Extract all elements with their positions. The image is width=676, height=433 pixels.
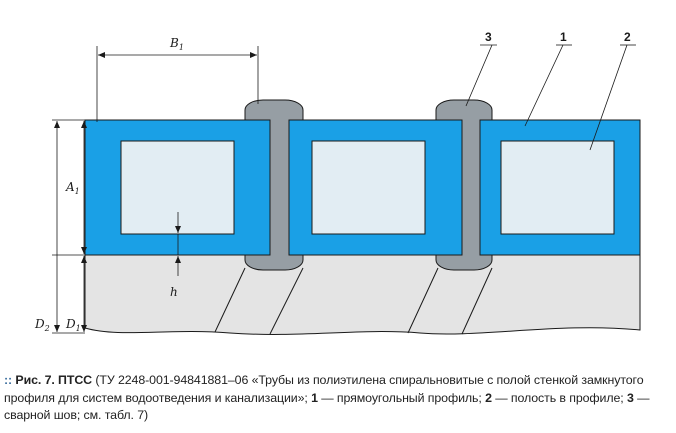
label-h: h: [170, 285, 178, 299]
label-a1: A1: [65, 180, 80, 196]
pipe-wall: [84, 254, 641, 335]
caption-text: — прямоугольный профиль;: [317, 390, 486, 405]
callout-1: 1: [560, 30, 567, 44]
weld-seam-tail: [214, 267, 246, 333]
caption-number-1: 1: [311, 390, 318, 405]
label-d2: D2: [34, 317, 50, 333]
weld-seam-tail: [269, 267, 304, 335]
caption-number-3: 3: [626, 390, 634, 405]
weld-seam-tail: [461, 267, 493, 335]
leader-line-2: [589, 44, 628, 151]
label-d1: D1: [65, 317, 81, 333]
weld-seam-tail: [407, 267, 439, 334]
profile-cavity: [500, 140, 615, 235]
label-b1: B1: [169, 36, 184, 52]
figure-caption: :: Рис. 7. ПТСС (ТУ 2248-001-94841881–06…: [4, 372, 672, 425]
leader-line-3: [465, 44, 493, 107]
caption-text: — полость в профиле;: [491, 390, 627, 405]
caption-marker: ::: [4, 373, 13, 387]
leader-line-1: [524, 44, 564, 127]
caption-text: — сварной шов; см. табл. 7): [4, 390, 650, 423]
callout-3: 3: [485, 30, 492, 44]
caption-figure-label: Рис. 7. ПТСС: [15, 373, 93, 387]
caption-number-2: 2: [485, 390, 492, 405]
profile-cavity: [311, 140, 426, 235]
profile-cavity: [120, 140, 235, 235]
caption-text: (ТУ 2248-001-94841881–06 «Трубы из полиэ…: [4, 373, 644, 405]
callout-2: 2: [624, 30, 631, 44]
pipe-profile-diagram: B1 A1 D1 D2 h 3 1 2: [34, 30, 641, 335]
